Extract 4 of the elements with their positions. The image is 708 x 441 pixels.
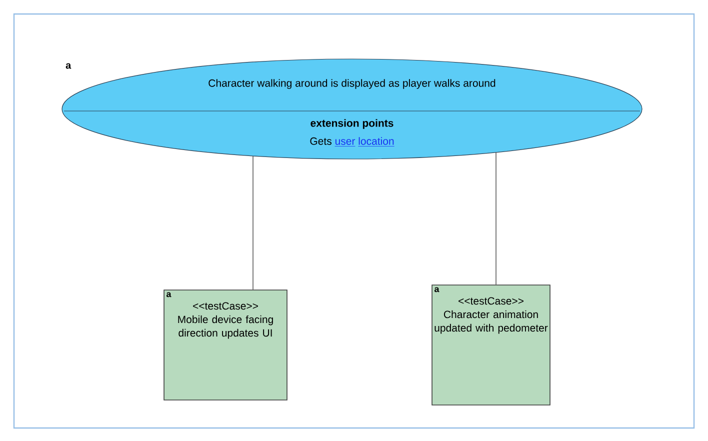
test-case-box: a <<testCase>> Mobile device facing direction updates UI — [164, 290, 288, 400]
test-case-box: a <<testCase>> Character animation updated with pedometer — [432, 284, 550, 406]
connector-line — [252, 156, 254, 290]
ellipse-label: a — [66, 63, 72, 69]
